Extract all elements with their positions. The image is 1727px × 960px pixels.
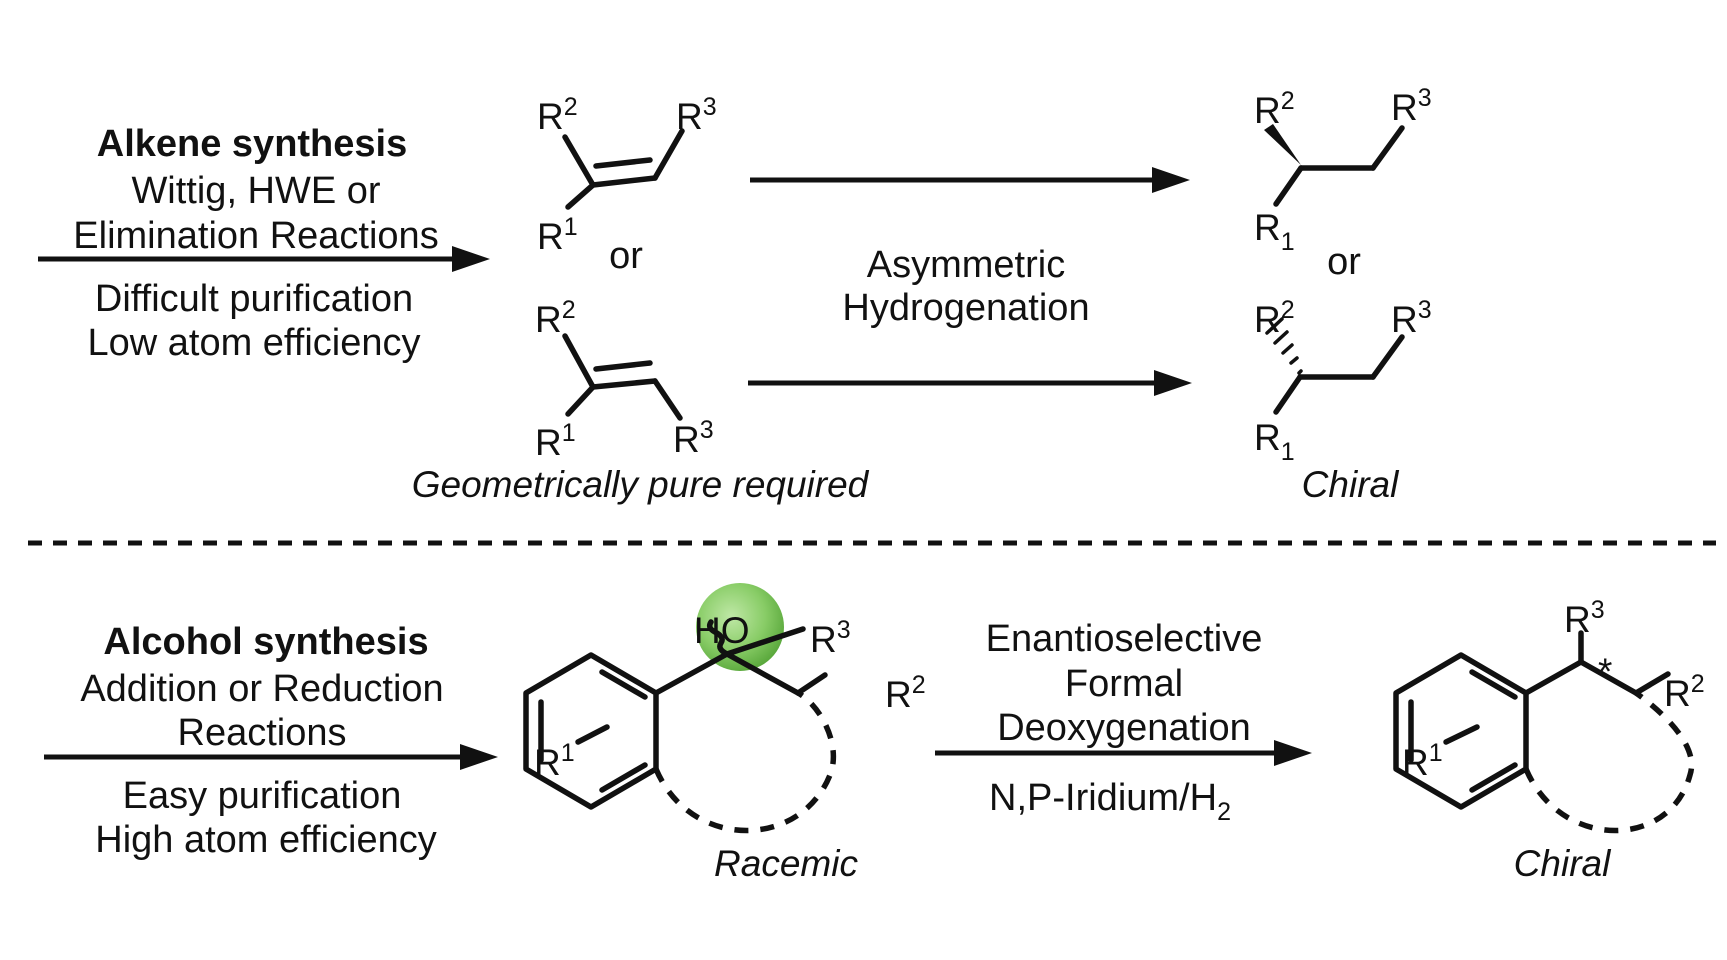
alkene-synthesis-block: Alkene synthesis Wittig, HWE or Eliminat… [38, 123, 490, 364]
e-alkene: R2 R1 R3 [535, 296, 714, 463]
hydrogenation-label-line1: Asymmetric [867, 244, 1065, 286]
deoxygenation-label-line2: Formal [1065, 663, 1183, 705]
z-alkene: R2 R3 R1 [537, 93, 717, 257]
hydrogenation-label-line2: Hydrogenation [842, 287, 1089, 329]
product-r2: R2 [1664, 670, 1705, 714]
alcohol-r1: R1 [534, 739, 575, 783]
product-wedge-r3: R3 [1391, 84, 1432, 128]
stereocenter-mark: * [1598, 651, 1612, 692]
or-separator-right: or [1327, 241, 1361, 283]
catalyst-label: N,P-Iridium/H2 [989, 777, 1231, 826]
alkene-synthesis-title: Alkene synthesis [97, 123, 407, 165]
chiral-label-bottom: Chiral [1514, 843, 1612, 884]
top-route: Alkene synthesis Wittig, HWE or Eliminat… [38, 84, 1432, 505]
alkene-methods-line2: Elimination Reactions [73, 215, 438, 257]
alcohol-synthesis-block: Alcohol synthesis Addition or Reduction … [44, 621, 498, 861]
bottom-route: Alcohol synthesis Addition or Reduction … [44, 583, 1705, 884]
benefit-purification: Easy purification [123, 775, 402, 817]
alcohol-r2: R2 [885, 671, 926, 715]
alcohol-r3: R3 [810, 616, 851, 660]
product-r1: R1 [1402, 739, 1443, 783]
hydroxyl-label: HO [694, 610, 750, 651]
chiral-alkane-wedge: R2 R3 R1 [1254, 84, 1432, 256]
alcohol-methods-line2: Reactions [178, 712, 347, 754]
hydrogenation-arrow-bottom [748, 370, 1192, 396]
e-alkene-r2: R2 [535, 296, 576, 340]
racemic-alcohol: HO R3 R2 R1 [523, 583, 926, 834]
chiral-alkane-hashed: R2 R3 R1 [1254, 296, 1432, 466]
deoxygenation-arrow [935, 740, 1312, 766]
geometric-purity-note: Geometrically pure required [412, 464, 870, 505]
product-hashed-r2: R2 [1254, 296, 1295, 340]
deoxygenation-label-line3: Deoxygenation [997, 707, 1251, 749]
product-wedge-r1: R1 [1254, 207, 1295, 256]
racemic-label: Racemic [714, 843, 858, 884]
chiral-product: R3 * R2 R1 [1393, 596, 1705, 834]
alcohol-synthesis-title: Alcohol synthesis [103, 621, 428, 663]
e-alkene-r1: R1 [535, 419, 576, 463]
product-r3: R3 [1564, 596, 1605, 640]
product-wedge-r2: R2 [1254, 87, 1295, 131]
product-hashed-r3: R3 [1391, 296, 1432, 340]
alcohol-synthesis-arrow [44, 744, 498, 770]
product-hashed-r1: R1 [1254, 417, 1295, 466]
drawback-atom-efficiency: Low atom efficiency [87, 322, 420, 364]
z-alkene-r1: R1 [537, 213, 578, 257]
alcohol-methods-line1: Addition or Reduction [80, 668, 443, 710]
alkene-methods-line1: Wittig, HWE or [131, 170, 380, 212]
deoxygenation-label-line1: Enantioselective [986, 618, 1263, 660]
drawback-purification: Difficult purification [95, 278, 413, 320]
z-alkene-r2: R2 [537, 93, 578, 137]
alkene-synthesis-arrow [38, 246, 490, 272]
z-alkene-r3: R3 [676, 93, 717, 137]
hydrogenation-arrow-top [750, 167, 1190, 193]
or-separator-left: or [609, 235, 643, 277]
benefit-atom-efficiency: High atom efficiency [95, 819, 436, 861]
e-alkene-r3: R3 [673, 416, 714, 460]
chiral-label-top: Chiral [1302, 464, 1400, 505]
